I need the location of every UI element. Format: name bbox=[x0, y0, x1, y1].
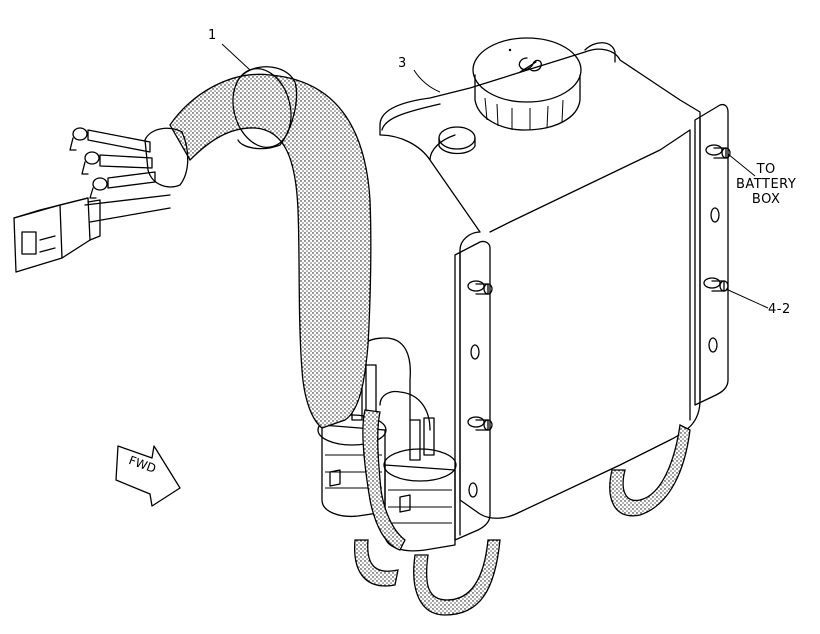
bolt-upper bbox=[705, 144, 731, 159]
wire-terminal-3 bbox=[89, 177, 108, 199]
right-mounting-bracket bbox=[694, 103, 731, 406]
wire-terminal-2 bbox=[81, 151, 100, 175]
leader-4-2 bbox=[725, 288, 769, 309]
forward-arrow: FWD bbox=[115, 445, 181, 507]
wiring-harness bbox=[13, 66, 372, 429]
leader-3 bbox=[413, 69, 441, 93]
bolt-lower bbox=[703, 277, 729, 292]
callout-4-2: 4-2 bbox=[768, 302, 791, 317]
left-mounting-bracket bbox=[454, 240, 493, 541]
filler-cap bbox=[472, 37, 582, 131]
level-sensor-assembly bbox=[317, 337, 457, 552]
bracket-bolt-upper bbox=[467, 280, 493, 295]
harness-connector bbox=[13, 197, 101, 273]
leader-battery bbox=[727, 153, 756, 177]
wire-terminal-1 bbox=[69, 127, 88, 151]
fwd-label: FWD bbox=[127, 453, 158, 476]
callout-to-battery-box: TO BATTERY BOX bbox=[736, 162, 797, 207]
reservoir-tank bbox=[379, 37, 701, 519]
callout-1: 1 bbox=[208, 28, 217, 43]
callout-3: 3 bbox=[398, 56, 407, 71]
lower-hoses bbox=[354, 424, 691, 616]
bracket-bolt-lower bbox=[467, 416, 493, 431]
leader-1 bbox=[221, 43, 251, 71]
